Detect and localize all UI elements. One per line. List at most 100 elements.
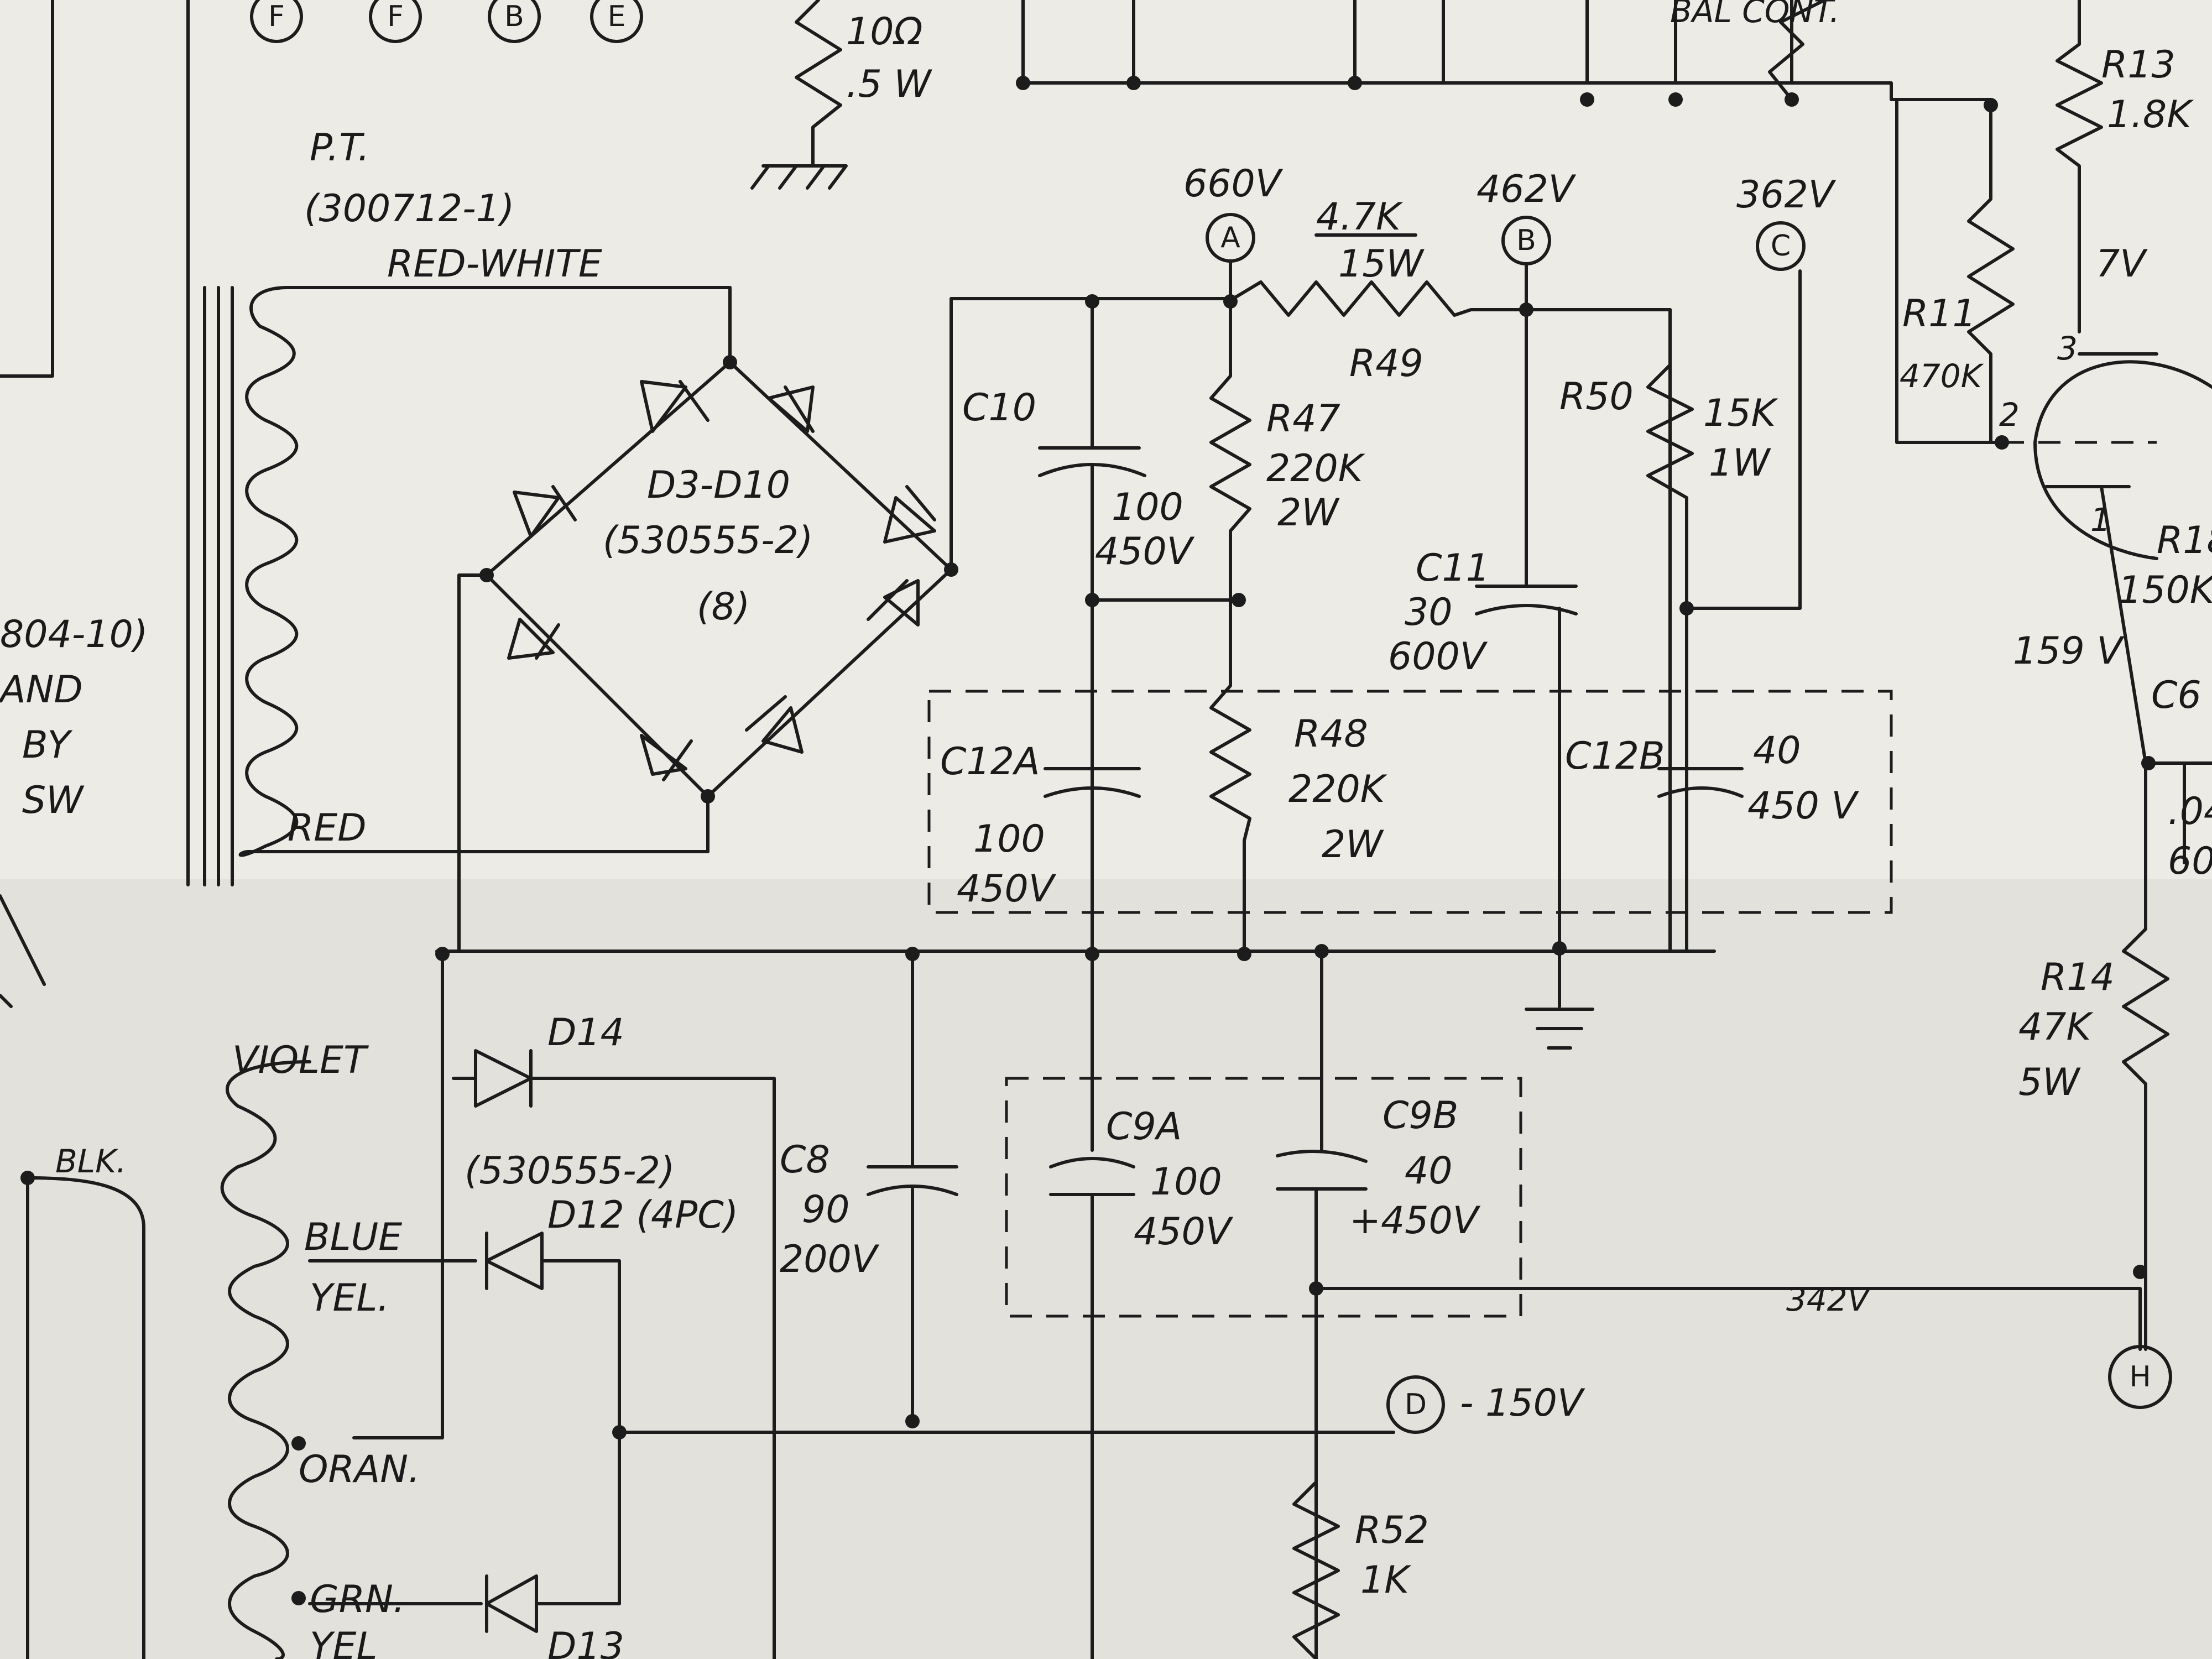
diode-d6 — [867, 579, 920, 627]
diode-d5 — [883, 485, 936, 544]
chassis-ground-symbol — [1525, 947, 1594, 1050]
r48-ref: R48 — [1294, 712, 1368, 756]
c12a-ref: C12A — [940, 740, 1040, 784]
c9a-value: 100 — [1150, 1160, 1222, 1204]
r49-ref: R49 — [1349, 342, 1423, 385]
c12a-voltage: 450V — [957, 867, 1057, 911]
r47-power: 2W — [1277, 491, 1340, 535]
left-lower-winding — [26, 1176, 145, 1659]
c8-ref: C8 — [780, 1138, 830, 1182]
r18-ref: R18 — [2157, 519, 2212, 562]
node-c-voltage: 362V — [1736, 173, 1837, 217]
bridge-qty: (8) — [697, 585, 750, 629]
c12-dashed-box — [927, 690, 1893, 914]
top-letter-b: B — [504, 0, 524, 33]
capacitor-c12a — [1044, 767, 1141, 798]
c11-ref: C11 — [1416, 546, 1490, 590]
capacitor-c10 — [1038, 300, 1146, 953]
r11-value: 470K — [1900, 357, 1984, 395]
diode-d4 — [767, 385, 815, 433]
left-switch-arrow — [0, 894, 46, 1008]
label-342v: 342V — [1786, 1281, 1872, 1318]
right-chain-wire — [2100, 485, 2169, 1351]
tube-plate-cathode — [2044, 352, 2158, 488]
c8-voltage: 200V — [780, 1238, 880, 1281]
transformer-part: (300712-1) — [304, 187, 514, 231]
label-159v: 159 V — [2013, 629, 2125, 673]
c12a-value: 100 — [973, 817, 1045, 861]
c11-value: 30 — [1405, 591, 1453, 634]
top-letter-row: F F B E — [250, 0, 643, 43]
c11-voltage: 600V — [1388, 635, 1488, 679]
c12b-voltage: 450 V — [1747, 784, 1859, 828]
lead-blue: BLUE — [304, 1215, 402, 1259]
c12b-ref: C12B — [1565, 734, 1665, 778]
r50-power: 1W — [1709, 441, 1771, 485]
bridge-ref: D3-D10 — [647, 463, 790, 507]
bridge-rectifier — [479, 286, 958, 804]
tube-pin-2: 2 — [1999, 396, 2020, 434]
bal-cont-pot — [1768, 0, 1827, 101]
bridge-outline — [485, 286, 953, 798]
node-d-circle — [1386, 1375, 1445, 1434]
r47-value: 220K — [1266, 447, 1366, 491]
r11-ref: R11 — [1902, 292, 1976, 336]
lead-yel2: YEL — [310, 1625, 377, 1659]
diode-d3 — [640, 380, 709, 433]
d14-ref: D14 — [547, 1011, 624, 1055]
paper-fold-shade — [0, 879, 2212, 1659]
c9-dashed-box — [1005, 1077, 1522, 1318]
r18-value: 150K — [2118, 568, 2212, 612]
c9b-voltage: +450V — [1349, 1199, 1481, 1243]
lead-violet: VIOLET — [232, 1039, 369, 1082]
transformer-core — [203, 286, 234, 886]
r14-value: 47K — [2018, 1005, 2094, 1049]
node-b-voltage: 462V — [1477, 168, 1577, 211]
resistor-r11 — [1967, 103, 2015, 444]
top-letter-e: E — [608, 0, 626, 33]
c10-value: 100 — [1112, 486, 1183, 529]
r50-value: 15K — [1703, 392, 1779, 435]
capacitor-c9b — [1276, 950, 1395, 1659]
capacitor-c11 — [1475, 308, 1578, 953]
c12b-value: 40 — [1753, 729, 1801, 773]
resistor-r52 — [1292, 1431, 1340, 1659]
r47-ref: R47 — [1266, 397, 1340, 441]
node-d-voltage: - 150V — [1460, 1381, 1585, 1425]
c9a-ref: C9A — [1106, 1105, 1182, 1149]
left-edge-line2: AND — [0, 668, 83, 712]
r49-power: 15W — [1338, 242, 1425, 286]
capacitor-c12b — [1657, 767, 1744, 798]
top-letter-f1: F — [268, 0, 285, 33]
resistor-r47-r48 — [1209, 300, 1251, 953]
diode-d9 — [507, 618, 560, 660]
transformer-secondary-lv — [220, 1060, 311, 1659]
node-c-letter: C — [1771, 229, 1791, 263]
r52-ref: R52 — [1355, 1509, 1429, 1552]
node-h-letter: H — [2129, 1360, 2151, 1394]
transformer-name: P.T. — [310, 126, 369, 170]
capacitor-c8 — [867, 952, 958, 1423]
lead-yel: YEL. — [310, 1276, 389, 1320]
r52-value: 1K — [1360, 1558, 1412, 1602]
left-edge-line1: 804-10) — [0, 613, 148, 656]
c10-voltage: 450V — [1095, 530, 1195, 573]
bridge-leads — [457, 573, 709, 953]
c9b-ref: C9B — [1383, 1094, 1458, 1138]
diode-d7 — [745, 695, 804, 754]
r14-ref: R14 — [2041, 956, 2115, 999]
r48-value: 220K — [1288, 768, 1388, 811]
c6-lead — [2147, 761, 2212, 864]
resistor-r50 — [1646, 308, 1694, 953]
lower-left-rail — [352, 952, 444, 1439]
r13-ref: R13 — [2101, 43, 2176, 87]
r49-value: 4.7K — [1316, 195, 1404, 239]
node-b-letter: B — [1516, 224, 1536, 257]
d13-ref: D13 — [547, 1625, 624, 1659]
r48-power: 2W — [1322, 823, 1384, 867]
vacuum-tube-envelope — [2033, 360, 2212, 560]
r10-power: .5 W — [846, 62, 932, 106]
lead-oran: ORAN. — [299, 1448, 420, 1491]
lower-diode-part: (530555-2) — [465, 1149, 675, 1193]
